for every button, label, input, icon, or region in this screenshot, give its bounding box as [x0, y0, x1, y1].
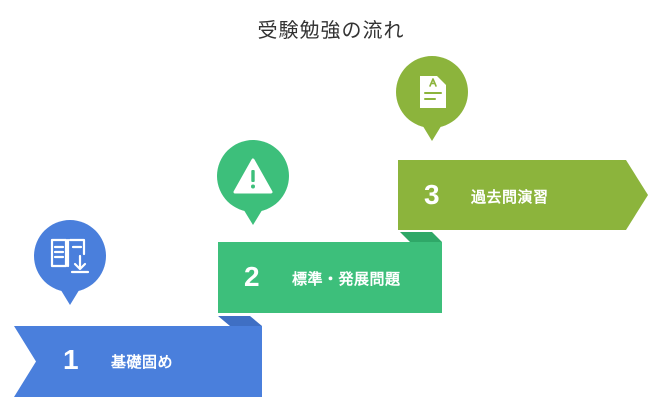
step-2-label: 標準・発展問題	[292, 270, 401, 288]
step-2-number: 2	[244, 261, 260, 292]
step-3-marker-tail	[421, 123, 443, 141]
answer-sheet-letter	[429, 78, 437, 87]
warning-icon	[233, 158, 273, 194]
step-1-fold	[218, 316, 262, 326]
step-1-banner	[14, 326, 262, 397]
book-download-icon	[50, 238, 90, 274]
diagram-title: 受験勉強の流れ	[257, 18, 405, 42]
answer-sheet-icon	[420, 76, 446, 108]
warning-icon-bar	[251, 170, 255, 182]
step-3-marker	[396, 56, 468, 141]
step-1-marker	[34, 220, 106, 305]
step-1-marker-circle	[34, 220, 106, 292]
step-1-marker-tail	[59, 287, 81, 305]
step-2-fold	[400, 232, 442, 242]
step-3-label: 過去問演習	[471, 188, 549, 206]
step-1-number: 1	[63, 344, 79, 375]
step-2-banner	[218, 242, 442, 313]
step-3-number: 3	[424, 179, 440, 210]
step-2-marker-tail	[242, 207, 264, 225]
warning-icon-dot	[251, 184, 255, 189]
step-2-marker	[217, 140, 289, 225]
step-1-label: 基礎固め	[111, 353, 174, 371]
step-3-banner	[398, 160, 648, 230]
